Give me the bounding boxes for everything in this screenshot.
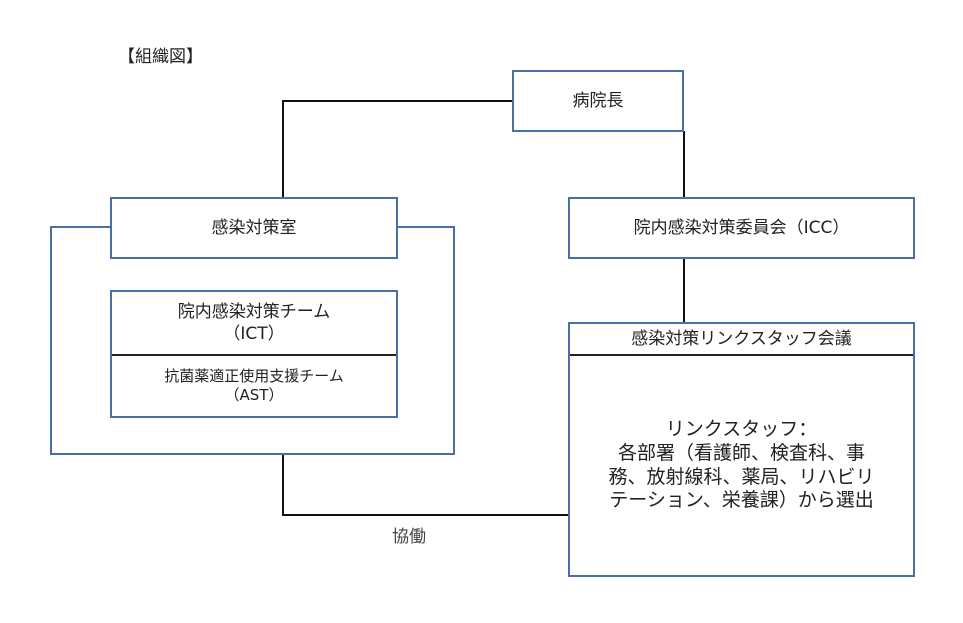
link-staff-meeting-header: 感染対策リンクスタッフ会議 (570, 324, 913, 356)
link-staff-body-line: リンクスタッフ： (665, 418, 818, 440)
ict-ast-box: 院内感染対策チーム （ICT） 抗菌薬適正使用支援チーム （AST） (110, 290, 398, 418)
link-staff-body-line: テーション、栄養課）から選出 (609, 489, 874, 512)
connector-collab-horizontal (282, 514, 569, 516)
link-staff-body-line: 務、放射線科、薬局、リハビリ (608, 465, 875, 488)
ast-section: 抗菌薬適正使用支援チーム （AST） (112, 356, 396, 416)
link-staff-body-line: 各部署（看護師、検査科、事 (617, 441, 865, 464)
infection-control-office-box: 感染対策室 (110, 197, 398, 259)
ast-line1: 抗菌薬適正使用支援チーム (164, 366, 344, 385)
link-staff-meeting-box: 感染対策リンクスタッフ会議 リンクスタッフ： 各部署（看護師、検査科、事 務、放… (568, 322, 915, 577)
hospital-director-box: 病院長 (512, 70, 684, 132)
ast-line2: （AST） (224, 386, 284, 404)
connector-director-left (282, 100, 513, 102)
link-staff-meeting-body: リンクスタッフ： 各部署（看護師、検査科、事 務、放射線科、薬局、リハビリ テー… (570, 356, 913, 575)
collaboration-label: 協働 (392, 527, 426, 547)
connector-collab-vertical (282, 454, 284, 516)
hospital-director-label: 病院長 (572, 90, 624, 111)
infection-control-office-label: 感染対策室 (211, 217, 297, 238)
icc-box: 院内感染対策委員会（ICC） (568, 197, 915, 259)
ict-line2: （ICT） (223, 324, 285, 344)
link-staff-meeting-header-label: 感染対策リンクスタッフ会議 (631, 328, 852, 349)
ict-section: 院内感染対策チーム （ICT） (112, 292, 396, 356)
connector-left-vertical (282, 100, 284, 198)
connector-director-icc (683, 131, 685, 198)
icc-label: 院内感染対策委員会（ICC） (633, 217, 850, 238)
diagram-title: 【組織図】 (118, 47, 203, 67)
ict-line1: 院内感染対策チーム (177, 301, 331, 322)
connector-icc-meeting (683, 258, 685, 323)
